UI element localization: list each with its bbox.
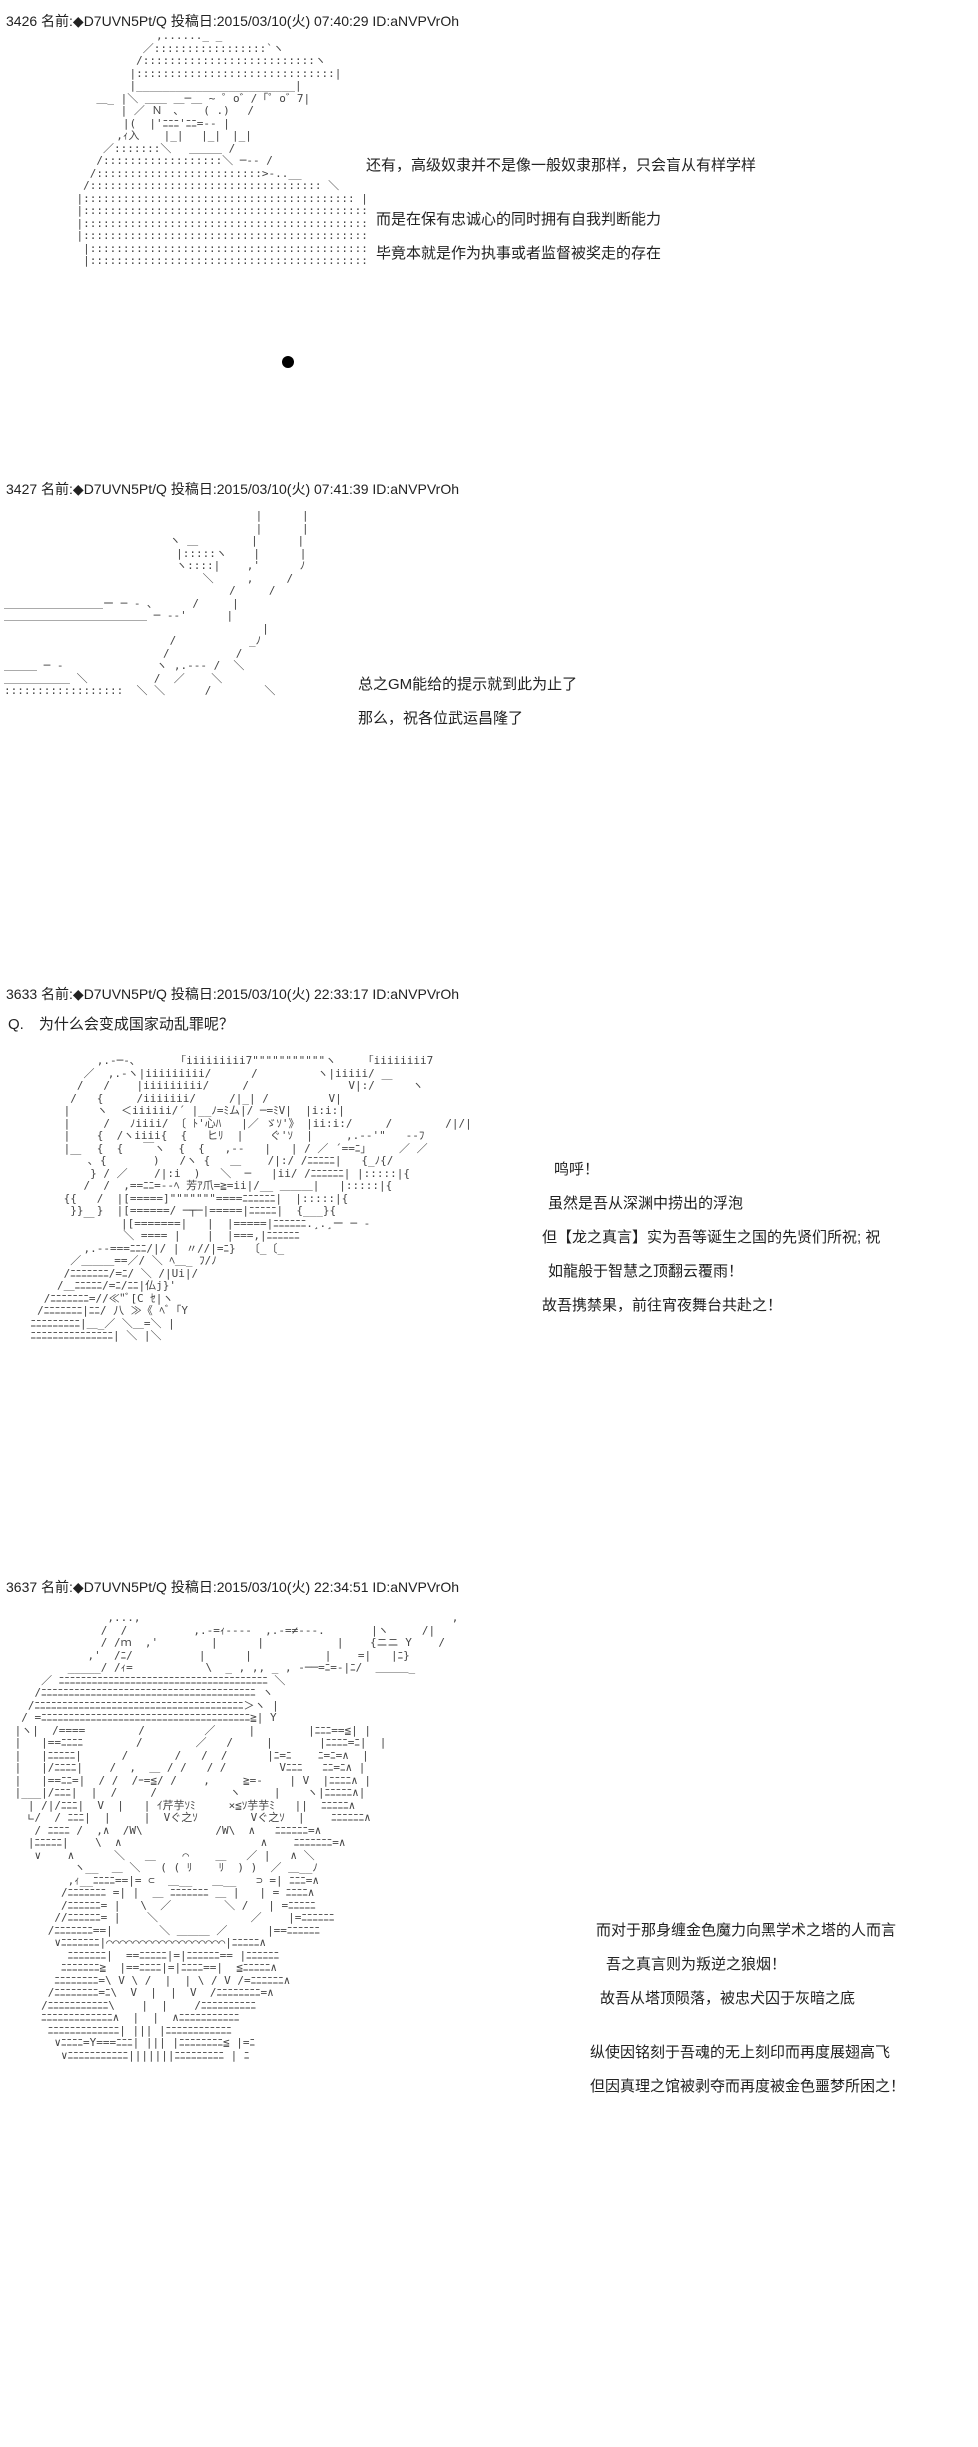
- dialogue-line: 纵使因铭刻于吾魂的无上刻印而再度展翅高飞: [590, 2044, 891, 2061]
- post-header: 3637 名前:◆D7UVN5Pt/Q 投稿日:2015/03/10(火) 22…: [6, 1579, 460, 1595]
- dialogue-line: 那么，祝各位武运昌隆了: [358, 710, 524, 727]
- question-text: Q. 为什么会变成国家动乱罪呢？: [8, 1016, 234, 1033]
- dialogue-line: 故吾从塔顶陨落，被忠犬囚于灰暗之底: [600, 1990, 856, 2007]
- ascii-art-servant: ,......_ _ ／:::::::::::::::::`ヽ /:::::::…: [76, 30, 370, 267]
- dialogue-line: 鸣呼！: [554, 1161, 600, 1178]
- dialogue-line: 而对于那身缠金色魔力向黑学术之塔的人而言: [596, 1922, 897, 1939]
- dialogue-line: 而是在保有忠诚心的同时拥有自我判断能力: [376, 211, 662, 228]
- post-header: 3426 名前:◆D7UVN5Pt/Q 投稿日:2015/03/10(火) 07…: [6, 13, 460, 29]
- ascii-art-magus: ,..., , / / ,.-=ｨ‐--- ,.-=≠‐--. |ヽ /| / …: [14, 1612, 459, 2062]
- dialogue-line: 但因真理之馆被剥夺而再度被金色噩梦所困之！: [590, 2078, 906, 2095]
- button-dot-decoration: [282, 356, 294, 368]
- dialogue-line: 但【龙之真言】实为吾等诞生之国的先贤们所祝; 祝: [542, 1229, 881, 1246]
- dialogue-line: 如龍般于智慧之顶翻云覆雨！: [548, 1263, 744, 1280]
- dialogue-line: 毕竟本就是作为执事或者监督被奖走的存在: [376, 245, 662, 262]
- post-header: 3633 名前:◆D7UVN5Pt/Q 投稿日:2015/03/10(火) 22…: [6, 986, 460, 1002]
- dialogue-line: 吾之真言则为叛逆之狼烟！: [606, 1956, 787, 1973]
- dialogue-line: 虽然是吾从深渊中捞出的浮泡: [548, 1195, 744, 1212]
- ascii-art-pointing-hand: | | | | ヽ ＿ | | |:::::ヽ | | ヽ::::| ,' ﾉ: [4, 510, 309, 697]
- post-header: 3427 名前:◆D7UVN5Pt/Q 投稿日:2015/03/10(火) 07…: [6, 481, 460, 497]
- dialogue-line: 总之GM能给的提示就到此为止了: [358, 676, 578, 693]
- dialogue-line: 还有，高级奴隶并不是像一般奴隶那样，只会盲从有样学样: [366, 157, 757, 174]
- ascii-art-mage: ,.-─-､ 「iiiiiiiii7"""""""""""ヽ 「iiiiiiii…: [30, 1055, 472, 1342]
- dialogue-line: 故吾携禁果，前往宵夜舞台共赴之！: [542, 1297, 783, 1314]
